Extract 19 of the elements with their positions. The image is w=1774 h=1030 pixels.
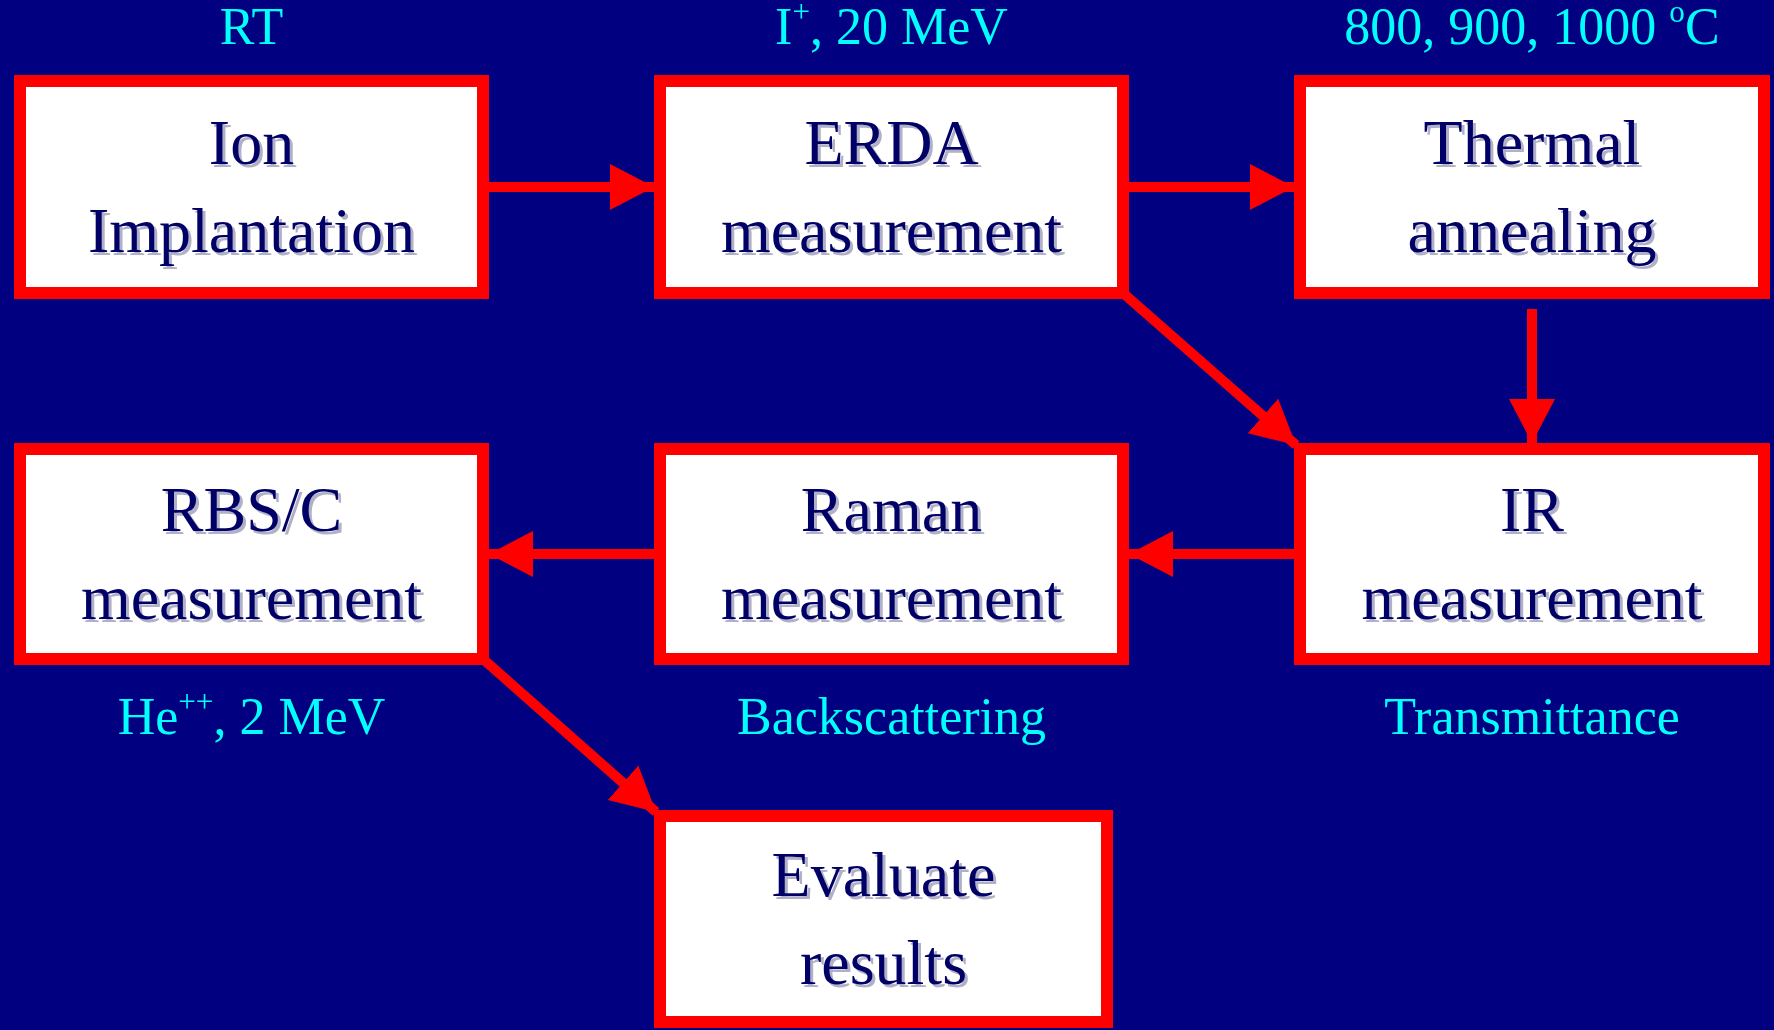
step-label: RBS/C measurement: [79, 472, 424, 635]
arrow: [489, 164, 654, 210]
step-note: I$^{+}$, 20 MeV: [774, 1, 1009, 53]
step-label: IR measurement: [1360, 472, 1704, 635]
step-label: Evaluate results: [770, 837, 997, 1000]
step-label: ERDA measurement: [719, 105, 1064, 268]
step-note: Transmittance: [1383, 691, 1681, 743]
step-note: He$^{++}$, 2 MeV: [116, 691, 387, 743]
process-box: [654, 810, 1113, 1028]
step-label: Ion Implantation: [87, 105, 416, 268]
step-label: Thermal annealing: [1406, 105, 1658, 268]
arrow: [1509, 309, 1555, 443]
arrow: [1129, 531, 1294, 577]
arrow: [1129, 164, 1294, 210]
step-label: Raman measurement: [719, 472, 1064, 635]
arrow: [489, 531, 654, 577]
step-note: 800, 900, 1000 $^{o}$C: [1343, 1, 1721, 53]
step-note: RT: [218, 1, 285, 53]
step-note: Backscattering: [736, 691, 1047, 743]
